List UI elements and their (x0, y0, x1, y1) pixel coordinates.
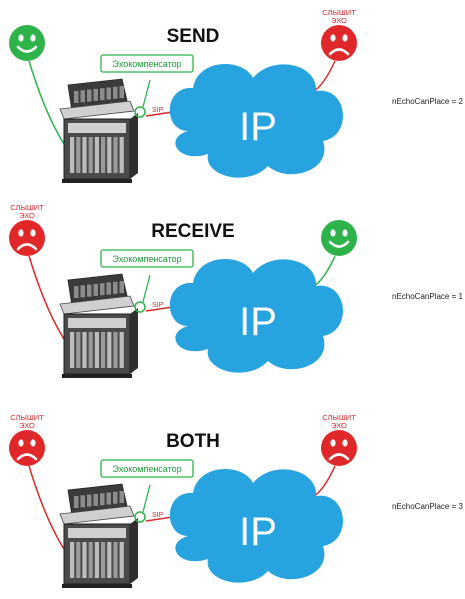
left-hears-echo-label-2: ЭХО (19, 211, 35, 220)
cloud-label: IP (239, 105, 277, 149)
left-phone-line (28, 255, 69, 346)
canceller-label: Эхокомпенсатор (112, 464, 181, 474)
happy-face-icon (9, 25, 45, 61)
ip-cloud-icon (169, 469, 343, 583)
right-hears-echo-label-2: ЭХО (331, 421, 347, 430)
echo-can-place-param: nEchoCanPlace = 2 (392, 97, 463, 106)
canceller-label: Эхокомпенсатор (112, 254, 181, 264)
right-hears-echo-label-1: СЛЫШИТ (322, 413, 356, 422)
canceller-leader (142, 274, 151, 303)
right-hears-echo-label-2: ЭХО (331, 16, 347, 25)
server-rack-icon (59, 483, 138, 588)
sip-label: SIP (152, 107, 164, 114)
server-rack-icon (59, 78, 138, 183)
left-hears-echo-label-2: ЭХО (19, 421, 35, 430)
left-hears-echo-label-1: СЛЫШИТ (10, 203, 44, 212)
canceller-leader (142, 484, 151, 513)
sad-face-icon (321, 430, 357, 466)
canceller-leader (142, 79, 151, 108)
mode-title: BOTH (166, 431, 220, 452)
sad-face-icon (9, 430, 45, 466)
canceller-box (100, 54, 194, 73)
left-phone-line (28, 465, 69, 556)
canceller-box (100, 459, 194, 478)
echo-can-place-param: nEchoCanPlace = 1 (392, 292, 463, 301)
happy-face-icon (321, 220, 357, 256)
ip-cloud-icon (169, 64, 343, 178)
echo-can-place-param: nEchoCanPlace = 3 (392, 502, 463, 511)
ip-cloud-icon (169, 259, 343, 373)
sad-face-icon (9, 220, 45, 256)
left-phone-line (28, 60, 69, 151)
cloud-label: IP (239, 300, 277, 344)
canceller-label: Эхокомпенсатор (112, 59, 181, 69)
cloud-label: IP (239, 510, 277, 554)
sad-face-icon (321, 25, 357, 61)
sip-label: SIP (152, 512, 164, 519)
mode-title: SEND (167, 26, 220, 47)
right-phone-line (312, 255, 336, 288)
right-hears-echo-label-1: СЛЫШИТ (322, 8, 356, 17)
connector-ring (134, 511, 146, 523)
connector-ring (134, 106, 146, 118)
right-phone-line (312, 60, 336, 93)
sip-label: SIP (152, 302, 164, 309)
left-hears-echo-label-1: СЛЫШИТ (10, 413, 44, 422)
server-rack-icon (59, 273, 138, 378)
mode-title: RECEIVE (151, 221, 234, 242)
right-phone-line (312, 465, 336, 498)
connector-ring (134, 301, 146, 313)
canceller-box (100, 249, 194, 268)
